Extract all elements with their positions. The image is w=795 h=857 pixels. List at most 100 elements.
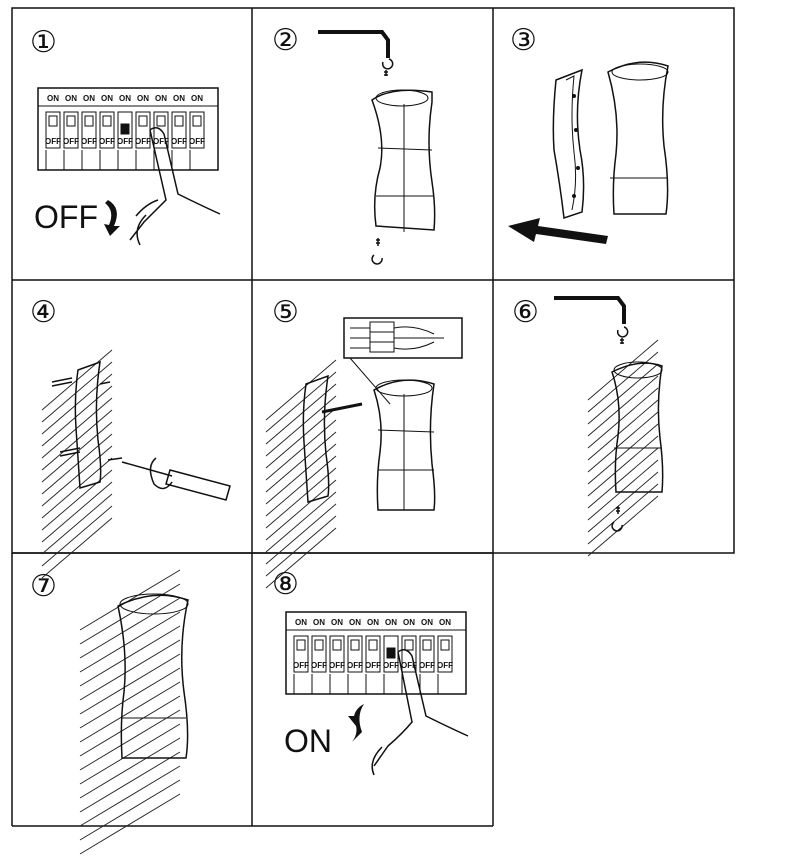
hatch-line: [265, 383, 337, 445]
step-number: ④: [30, 296, 57, 329]
hatch-line: [265, 455, 337, 517]
hatch-line: [79, 597, 181, 659]
panel-step-1: ① ONOFFONOFFONOFFONOFFONOFFONOFFONOFFONO…: [30, 26, 221, 246]
hatch-line: [79, 667, 181, 729]
off-label: OFF: [117, 137, 133, 146]
wall-lamp: [611, 361, 664, 493]
step-number: ⑧: [272, 568, 299, 601]
switch-toggle: [404, 639, 414, 651]
off-label: OFF: [419, 661, 435, 670]
hatch-line: [41, 361, 113, 423]
breaker-switch: [153, 111, 169, 149]
panel-step-5: ⑤: [265, 296, 463, 589]
step-number: ②: [272, 24, 299, 57]
off-label: OFF: [45, 137, 61, 146]
hatch-line: [587, 375, 659, 437]
switch-toggle: [386, 647, 396, 659]
hatch-line: [41, 457, 113, 519]
hatch-line: [79, 681, 181, 743]
on-label: ON: [83, 94, 95, 103]
on-label: ON: [101, 94, 113, 103]
panel-step-8: ⑧ ONOFFONOFFONOFFONOFFONOFFONOFFONOFFONO…: [272, 568, 469, 776]
switch-toggle: [120, 123, 130, 135]
on-label: ON: [421, 618, 433, 627]
off-label: OFF: [153, 137, 169, 146]
switch-toggle: [350, 639, 360, 651]
step-number: ⑥: [512, 296, 539, 329]
screw-top-icon: [616, 326, 629, 344]
breaker-panel: ONOFFONOFFONOFFONOFFONOFFONOFFONOFFONOFF…: [285, 611, 467, 695]
hatch-line: [79, 737, 181, 799]
hatch-line: [79, 779, 181, 841]
hatch-line: [587, 399, 659, 461]
screw-icon: [99, 381, 123, 461]
step-number: ⑦: [30, 570, 57, 603]
screwdriver-icon: [121, 457, 231, 501]
breaker-switch: [189, 111, 205, 149]
on-label: ON: [349, 618, 361, 627]
breaker-switch: [45, 111, 61, 149]
hatch-line: [79, 723, 181, 785]
hatch-line: [587, 387, 659, 449]
hatch-line: [587, 471, 659, 533]
terminal-block-inset: [343, 317, 463, 405]
hatch-line: [265, 515, 337, 577]
switch-toggle: [314, 639, 324, 651]
breaker-switch: [347, 635, 363, 673]
hand-icon: [129, 127, 221, 246]
breaker-switch: [117, 111, 133, 149]
breaker-switch: [401, 635, 417, 673]
off-label: OFF: [383, 661, 399, 670]
hatch-line: [79, 625, 181, 687]
lamp-body: [607, 61, 669, 215]
switch-toggle: [422, 639, 432, 651]
on-label: ON: [119, 94, 131, 103]
hatch-line: [79, 793, 181, 855]
off-label: OFF: [347, 661, 363, 670]
wall-lamp: [371, 89, 436, 232]
breaker-switch: [81, 111, 97, 149]
switch-toggle: [368, 639, 378, 651]
breaker-switch: [171, 111, 187, 149]
on-label: ON: [385, 618, 397, 627]
off-label: OFF: [171, 137, 187, 146]
hatch-line: [41, 385, 113, 447]
hatch-line: [587, 435, 659, 497]
off-label: OFF: [63, 137, 79, 146]
hatch-line: [79, 569, 181, 631]
hatch-line: [587, 495, 659, 557]
on-label: ON: [403, 618, 415, 627]
on-label: ON: [65, 94, 77, 103]
hatch-line: [265, 467, 337, 529]
breaker-switch: [63, 111, 79, 149]
on-label: ON: [173, 94, 185, 103]
off-label: OFF: [135, 137, 151, 146]
on-label: ON: [47, 94, 59, 103]
hatch-line: [41, 397, 113, 459]
wall-hatching: [587, 339, 659, 557]
off-label: OFF: [401, 661, 417, 670]
hex-key-icon: [318, 30, 390, 58]
mounting-bracket: [302, 374, 330, 503]
hatch-line: [79, 639, 181, 701]
breaker-switch: [437, 635, 453, 673]
screw-bottom-icon: [611, 506, 623, 532]
panel-step-4: ④: [30, 296, 231, 579]
hatch-line: [265, 503, 337, 565]
wall-lamp: [373, 379, 436, 511]
on-label: ON: [137, 94, 149, 103]
mounting-bracket: [552, 68, 585, 220]
breaker-switch: [329, 635, 345, 673]
hatch-line: [41, 469, 113, 531]
on-label: ON: [295, 618, 307, 627]
down-arrow-icon: [104, 200, 120, 236]
panel-step-2: ②: [272, 24, 436, 265]
switch-toggle: [102, 115, 112, 127]
breaker-switch: [293, 635, 309, 673]
off-label: OFF: [329, 661, 345, 670]
panel-step-6: ⑥: [512, 296, 664, 557]
off-action-text: OFF: [34, 199, 98, 235]
up-arrow-icon: [348, 704, 364, 742]
on-action-text: ON: [284, 723, 332, 759]
